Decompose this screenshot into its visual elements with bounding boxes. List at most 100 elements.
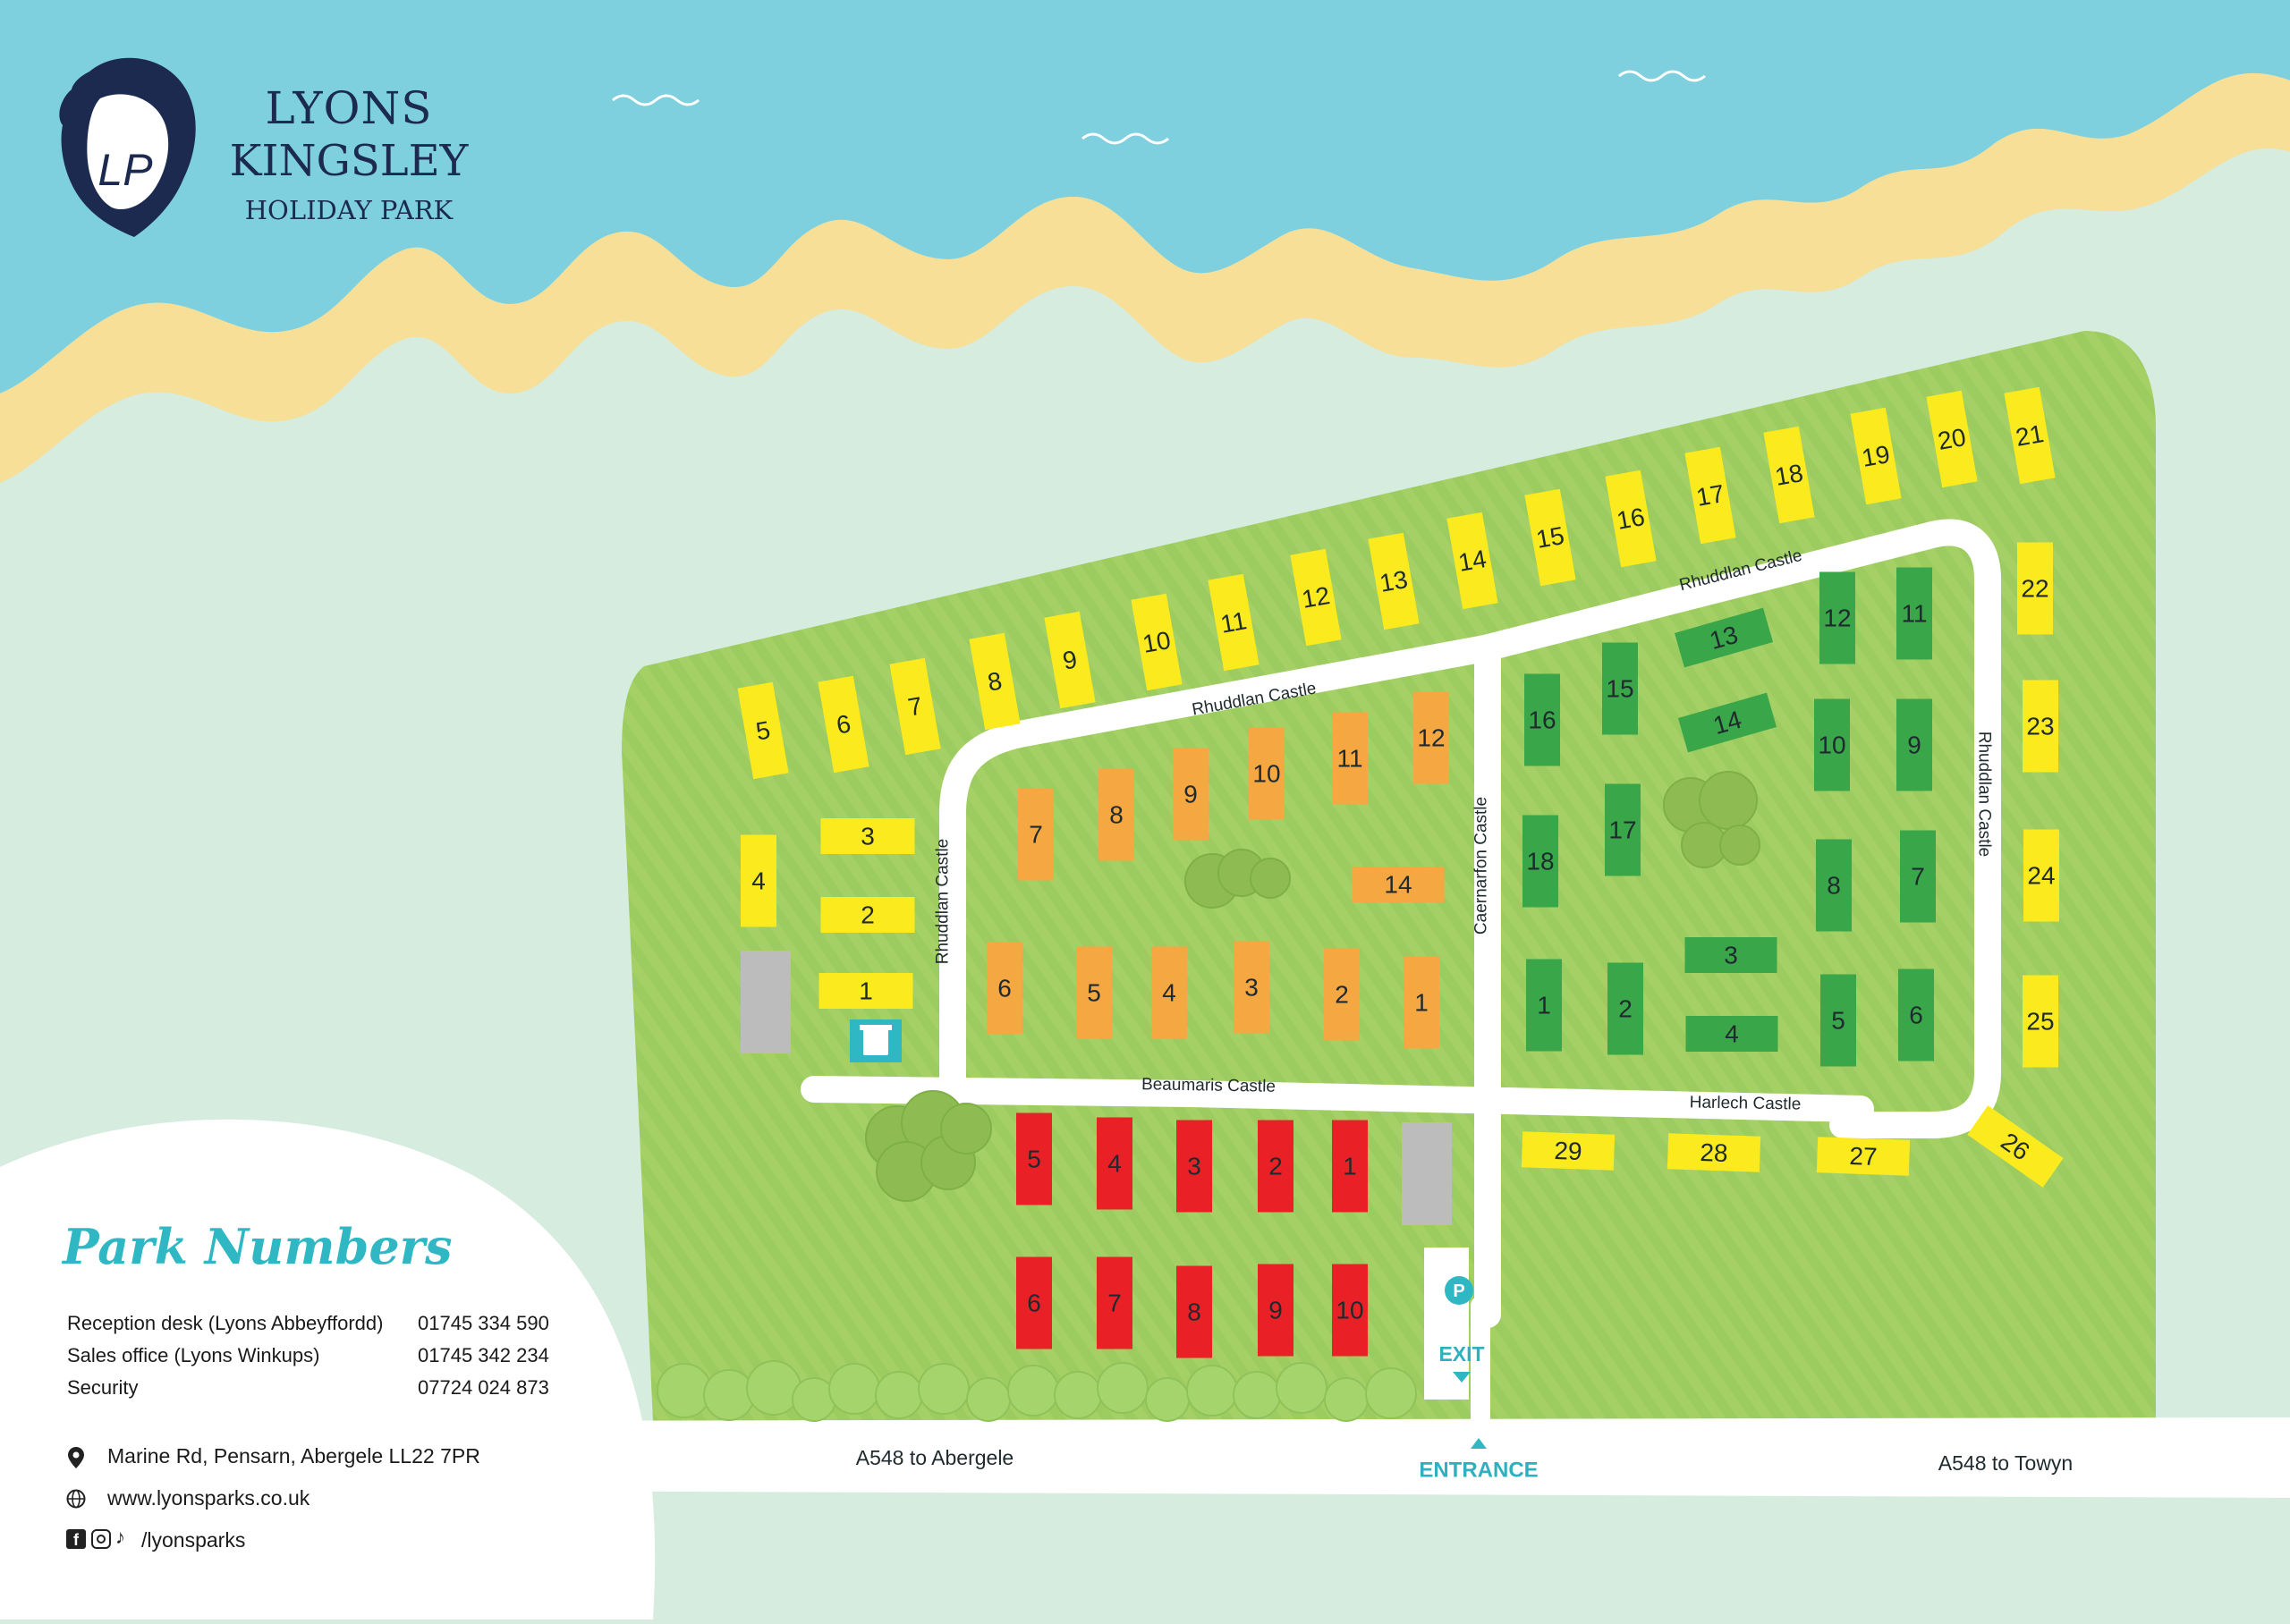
pitch-yellow-10[interactable]: 10 [1131, 593, 1183, 691]
pitch-green-11[interactable]: 11 [1896, 567, 1932, 660]
pitch-yellow-7[interactable]: 7 [889, 657, 941, 756]
pitch-yellow-13[interactable]: 13 [1368, 532, 1420, 630]
pitch-red-5-plot[interactable] [1016, 1112, 1052, 1205]
pitch-orange-1-plot[interactable] [1404, 956, 1439, 1049]
pitch-green-17-plot[interactable] [1605, 783, 1641, 876]
pitch-green-2-plot[interactable] [1607, 962, 1643, 1055]
pitch-green-7[interactable]: 7 [1900, 830, 1936, 923]
pitch-orange-14-plot[interactable] [1352, 867, 1445, 902]
pitch-yellow-3[interactable]: 3 [820, 818, 915, 854]
pitch-green-12[interactable]: 12 [1819, 571, 1855, 664]
pitch-red-4-plot[interactable] [1097, 1117, 1132, 1210]
pitch-yellow-17-plot[interactable] [1684, 446, 1736, 545]
pitch-green-12-plot[interactable] [1819, 571, 1855, 664]
pitch-green-4-plot[interactable] [1685, 1016, 1778, 1052]
pitch-red-3[interactable]: 3 [1176, 1120, 1212, 1213]
pitch-orange-1[interactable]: 1 [1404, 956, 1439, 1049]
pitch-green-1-plot[interactable] [1526, 959, 1562, 1052]
pitch-red-7[interactable]: 7 [1097, 1256, 1132, 1349]
pitch-yellow-27-plot[interactable] [1816, 1137, 1911, 1176]
pitch-red-4[interactable]: 4 [1097, 1117, 1132, 1210]
pitch-green-7-plot[interactable] [1900, 830, 1936, 923]
pitch-yellow-19[interactable]: 19 [1850, 407, 1902, 505]
pitch-yellow-6-plot[interactable] [818, 675, 869, 774]
pitch-orange-12-plot[interactable] [1413, 691, 1449, 784]
pitch-yellow-8-plot[interactable] [969, 632, 1021, 731]
pitch-yellow-2[interactable]: 2 [820, 897, 915, 933]
pitch-yellow-11-plot[interactable] [1208, 573, 1260, 672]
pitch-green-4[interactable]: 4 [1685, 1016, 1778, 1052]
pitch-green-10-plot[interactable] [1814, 698, 1850, 791]
pitch-green-5-plot[interactable] [1820, 974, 1856, 1067]
pitch-orange-2[interactable]: 2 [1324, 948, 1360, 1041]
pitch-yellow-16[interactable]: 16 [1605, 469, 1657, 568]
pitch-yellow-29[interactable]: 29 [1521, 1131, 1616, 1171]
pitch-orange-5[interactable]: 5 [1076, 946, 1112, 1039]
pitch-green-9-plot[interactable] [1896, 698, 1932, 791]
pitch-green-10[interactable]: 10 [1814, 698, 1850, 791]
pitch-green-1[interactable]: 1 [1526, 959, 1562, 1052]
pitch-yellow-25[interactable]: 25 [2023, 975, 2058, 1068]
pitch-red-9-plot[interactable] [1258, 1264, 1293, 1357]
pitch-green-13-plot[interactable] [1674, 607, 1774, 668]
pitch-yellow-21[interactable]: 21 [2004, 386, 2056, 485]
pitch-orange-11[interactable]: 11 [1332, 712, 1368, 805]
pitch-yellow-12[interactable]: 12 [1290, 548, 1342, 647]
pitch-yellow-9[interactable]: 9 [1044, 611, 1096, 709]
pitch-yellow-16-plot[interactable] [1605, 469, 1657, 568]
pitch-yellow-5[interactable]: 5 [737, 681, 789, 780]
pitch-yellow-26[interactable]: 26 [1967, 1105, 2064, 1188]
pitch-yellow-1-plot[interactable] [818, 973, 913, 1009]
pitch-yellow-1[interactable]: 1 [818, 973, 913, 1009]
pitch-red-10[interactable]: 10 [1332, 1264, 1368, 1357]
pitch-red-5[interactable]: 5 [1016, 1112, 1052, 1205]
pitch-yellow-28-plot[interactable] [1667, 1133, 1761, 1172]
pitch-orange-9-plot[interactable] [1173, 748, 1209, 841]
pitch-yellow-15-plot[interactable] [1524, 488, 1576, 587]
pitch-yellow-25-plot[interactable] [2023, 975, 2058, 1068]
pitch-yellow-9-plot[interactable] [1044, 611, 1096, 709]
pitch-orange-2-plot[interactable] [1324, 948, 1360, 1041]
pitch-yellow-13-plot[interactable] [1368, 532, 1420, 630]
pitch-yellow-6[interactable]: 6 [818, 675, 869, 774]
pitch-yellow-22[interactable]: 22 [2017, 542, 2053, 635]
pitch-orange-8[interactable]: 8 [1098, 768, 1134, 861]
pitch-yellow-27[interactable]: 27 [1816, 1137, 1911, 1176]
pitch-orange-5-plot[interactable] [1076, 946, 1112, 1039]
pitch-yellow-14[interactable]: 14 [1446, 512, 1498, 610]
pitch-green-3-plot[interactable] [1684, 937, 1777, 973]
pitch-red-6[interactable]: 6 [1016, 1256, 1052, 1349]
pitch-green-8-plot[interactable] [1816, 839, 1852, 932]
pitch-yellow-19-plot[interactable] [1850, 407, 1902, 505]
pitch-yellow-23[interactable]: 23 [2023, 680, 2058, 773]
pitch-orange-8-plot[interactable] [1098, 768, 1134, 861]
pitch-yellow-26-plot[interactable] [1967, 1105, 2064, 1188]
pitch-orange-7[interactable]: 7 [1018, 788, 1054, 881]
pitch-yellow-11[interactable]: 11 [1208, 573, 1260, 672]
pitch-red-6-plot[interactable] [1016, 1256, 1052, 1349]
pitch-yellow-5-plot[interactable] [737, 681, 789, 780]
pitch-red-8[interactable]: 8 [1176, 1265, 1212, 1358]
pitch-green-16[interactable]: 16 [1524, 673, 1560, 766]
pitch-red-10-plot[interactable] [1332, 1264, 1368, 1357]
pitch-yellow-14-plot[interactable] [1446, 512, 1498, 610]
pitch-green-6[interactable]: 6 [1898, 968, 1934, 1062]
pitch-yellow-18-plot[interactable] [1763, 426, 1815, 524]
pitch-yellow-24-plot[interactable] [2023, 829, 2059, 922]
pitch-red-8-plot[interactable] [1176, 1265, 1212, 1358]
pitch-yellow-20-plot[interactable] [1926, 390, 1978, 488]
pitch-green-17[interactable]: 17 [1605, 783, 1641, 876]
pitch-red-7-plot[interactable] [1097, 1256, 1132, 1349]
pitch-yellow-20[interactable]: 20 [1926, 390, 1978, 488]
pitch-red-3-plot[interactable] [1176, 1120, 1212, 1213]
pitch-green-13[interactable]: 13 [1674, 607, 1774, 668]
pitch-yellow-4[interactable]: 4 [741, 834, 776, 927]
pitch-yellow-10-plot[interactable] [1131, 593, 1183, 691]
pitch-orange-11-plot[interactable] [1332, 712, 1368, 805]
pitch-yellow-12-plot[interactable] [1290, 548, 1342, 647]
pitch-yellow-29-plot[interactable] [1521, 1131, 1616, 1171]
pitch-yellow-23-plot[interactable] [2023, 680, 2058, 773]
pitch-green-5[interactable]: 5 [1820, 974, 1856, 1067]
pitch-orange-3[interactable]: 3 [1234, 941, 1269, 1034]
pitch-red-2[interactable]: 2 [1258, 1120, 1293, 1213]
